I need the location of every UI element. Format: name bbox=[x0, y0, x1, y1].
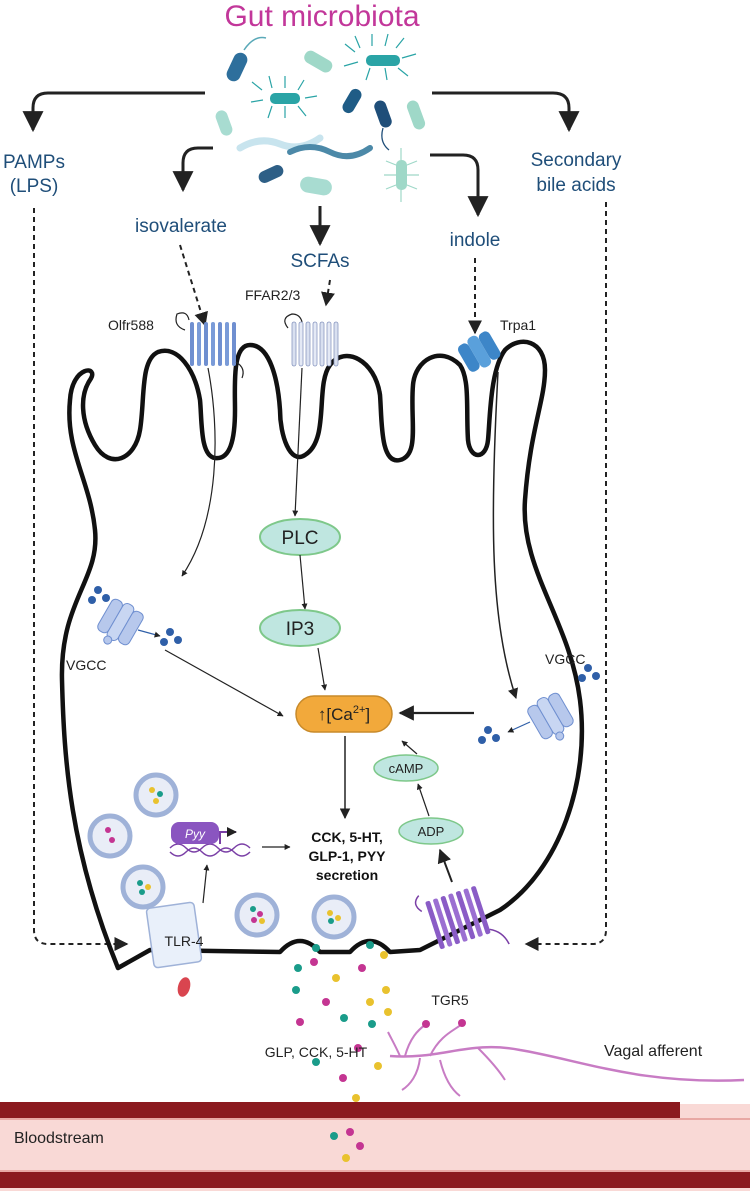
svg-text:CCK, 5-HT,: CCK, 5-HT, bbox=[311, 829, 383, 845]
svg-text:secretion: secretion bbox=[316, 867, 378, 883]
vagal-afferent-label: Vagal afferent bbox=[604, 1043, 703, 1060]
vgcc-right-channel bbox=[527, 692, 574, 741]
pamps-lps-label: (LPS) bbox=[10, 176, 59, 197]
released-granules bbox=[292, 941, 392, 1102]
calcium-suffix: ] bbox=[365, 705, 370, 724]
indole-label: indole bbox=[450, 230, 501, 251]
calcium-sup: 2+ bbox=[353, 704, 366, 716]
scfas-label: SCFAs bbox=[290, 251, 349, 272]
secretory-vesicles bbox=[87, 772, 357, 940]
svg-text:cAMP: cAMP bbox=[389, 761, 424, 776]
svg-text:GLP-1, PYY: GLP-1, PYY bbox=[308, 848, 386, 864]
ip3-node: IP3 bbox=[259, 609, 341, 647]
ffar23-receptor bbox=[284, 313, 339, 367]
enteroendocrine-cell-outline bbox=[59, 339, 585, 971]
vgcc-left-channel bbox=[97, 598, 144, 646]
vgcc-right-label: VGCC bbox=[545, 651, 585, 667]
calcium-node: ↑[Ca2+] bbox=[295, 695, 393, 733]
tgr5-label: TGR5 bbox=[431, 992, 469, 1008]
plc-node: PLC bbox=[259, 518, 341, 556]
diagram-title: Gut microbiota bbox=[224, 0, 419, 33]
ffar23-label: FFAR2/3 bbox=[245, 287, 300, 303]
vagal-afferent-terminals bbox=[422, 1019, 466, 1028]
olfr588-label: Olfr588 bbox=[108, 317, 154, 333]
secretion-label: CCK, 5-HT, GLP-1, PYY secretion bbox=[308, 829, 386, 883]
svg-text:↑[Ca2+]: ↑[Ca2+] bbox=[318, 704, 370, 724]
bloodstream-vessel: Bloodstream bbox=[0, 1102, 750, 1191]
pyy-gene: Pyy bbox=[169, 822, 251, 857]
calcium-ions-right bbox=[478, 664, 600, 744]
adp-node: ADP bbox=[398, 817, 464, 845]
trpa1-channel bbox=[457, 331, 501, 372]
pamps-label: PAMPs bbox=[3, 152, 65, 173]
svg-text:IP3: IP3 bbox=[286, 619, 315, 640]
olfr588-receptor bbox=[175, 312, 244, 379]
calcium-ions-left bbox=[88, 586, 182, 646]
svg-text:PLC: PLC bbox=[282, 528, 319, 549]
gut-microbiota-cluster bbox=[215, 33, 426, 202]
calcium-prefix: ↑[Ca bbox=[318, 705, 354, 724]
vagal-afferent-nerve bbox=[387, 1023, 745, 1097]
dashed-arrows bbox=[33, 202, 607, 951]
svg-text:ADP: ADP bbox=[418, 824, 445, 839]
bloodstream-label: Bloodstream bbox=[14, 1130, 104, 1147]
hormones-label: GLP, CCK, 5-HT bbox=[265, 1044, 368, 1060]
tlr4-label: TLR-4 bbox=[165, 933, 204, 949]
secondary-bile-acids-label-1: Secondary bbox=[531, 150, 622, 171]
camp-node: cAMP bbox=[373, 754, 439, 782]
secondary-bile-acids-label-2: bile acids bbox=[536, 175, 615, 196]
vgcc-left-label: VGCC bbox=[66, 657, 106, 673]
bloodstream-granules bbox=[330, 1128, 364, 1162]
tlr4-receptor: TLR-4 bbox=[145, 901, 204, 997]
microbiota-arrows bbox=[22, 91, 580, 247]
metabolite-labels: PAMPs (LPS) isovalerate SCFAs indole Sec… bbox=[3, 150, 622, 272]
pyy-gene-label: Pyy bbox=[185, 827, 206, 841]
isovalerate-label: isovalerate bbox=[135, 216, 227, 237]
signaling-arrows bbox=[164, 367, 518, 904]
tgr5-receptor bbox=[414, 886, 510, 950]
trpa1-label: Trpa1 bbox=[500, 317, 536, 333]
